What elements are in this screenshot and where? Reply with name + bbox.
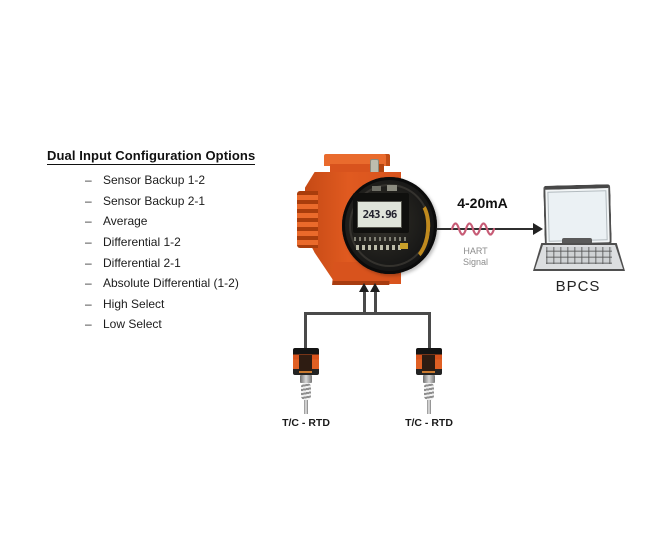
signal-type-line2: Signal	[462, 257, 489, 267]
option-item: –Differential 2-1	[85, 252, 239, 273]
option-dash: –	[85, 193, 92, 208]
sensor-2	[416, 343, 442, 415]
signal-label: 4-20mA	[457, 195, 508, 211]
option-item: –Low Select	[85, 314, 239, 335]
option-label: Low Select	[103, 317, 162, 332]
face-mark	[372, 186, 381, 191]
sensor-wire-left	[304, 312, 307, 349]
sensor-1	[293, 343, 319, 415]
terminal-chip	[400, 243, 408, 249]
option-dash: –	[85, 214, 92, 229]
option-dash: –	[85, 317, 92, 332]
option-dash: –	[85, 255, 92, 270]
lcd-value: 243.96	[362, 208, 398, 221]
option-label: Differential 2-1	[103, 255, 181, 270]
sensor-connector	[293, 348, 319, 375]
lcd-display: 243.96	[357, 201, 402, 228]
sensor-spring	[301, 383, 311, 400]
option-label: High Select	[103, 296, 165, 311]
option-label: Differential 1-2	[103, 235, 181, 250]
laptop-screen	[543, 184, 612, 246]
arrow-up-icon	[370, 283, 380, 292]
sensor-probe	[427, 400, 431, 414]
option-label: Sensor Backup 1-2	[103, 173, 206, 188]
sine-wave-path	[451, 222, 496, 236]
temperature-transmitter: 243.96	[293, 150, 458, 315]
options-title: Dual Input Configuration Options	[47, 148, 256, 165]
laptop-keyboard-deck	[535, 245, 623, 269]
sensor-spring	[424, 383, 434, 400]
transmitter-face: 243.96	[342, 177, 437, 274]
option-dash: –	[85, 235, 92, 250]
option-item: –Absolute Differential (1-2)	[85, 273, 239, 294]
sensor-probe	[304, 400, 308, 414]
terminal-row	[356, 245, 402, 250]
sensor-connector-window	[299, 355, 312, 373]
sensor-fitting	[300, 375, 312, 383]
signal-type-line1: HART	[463, 246, 488, 256]
sensor-fitting	[423, 375, 435, 383]
laptop-keys	[545, 247, 613, 264]
option-dash: –	[85, 276, 92, 291]
laptop-keyboard	[533, 243, 625, 271]
sensor-wire-horizontal	[304, 312, 431, 315]
sensor-connector-window	[422, 355, 435, 373]
option-item: –Differential 1-2	[85, 232, 239, 253]
hart-wave-icon	[451, 222, 496, 236]
laptop-hinge	[562, 238, 592, 245]
arrow-up-icon	[359, 283, 369, 292]
housing-fins	[297, 191, 318, 248]
sensor-connector	[416, 348, 442, 375]
option-dash: –	[85, 296, 92, 311]
option-label: Sensor Backup 2-1	[103, 193, 206, 208]
face-mark	[387, 185, 397, 191]
sensor-2-label: T/C - RTD	[405, 417, 453, 429]
laptop-display	[547, 190, 608, 242]
lcd-module: 243.96	[353, 193, 409, 233]
options-list: –Sensor Backup 1-2 –Sensor Backup 2-1 –A…	[85, 170, 239, 335]
option-dash: –	[85, 173, 92, 188]
label-row	[354, 237, 406, 241]
option-item: –Average	[85, 211, 239, 232]
input-wire-1	[363, 291, 366, 314]
input-wire-2	[374, 291, 377, 314]
option-item: –High Select	[85, 294, 239, 315]
option-item: –Sensor Backup 1-2	[85, 170, 239, 191]
bpcs-laptop	[533, 183, 630, 275]
arrow-right-icon	[533, 223, 543, 235]
sensor-1-label: T/C - RTD	[282, 417, 330, 429]
bpcs-label: BPCS	[555, 278, 601, 295]
sensor-wire-right	[428, 312, 431, 349]
option-label: Average	[103, 214, 148, 229]
option-label: Absolute Differential (1-2)	[103, 276, 239, 291]
option-item: –Sensor Backup 2-1	[85, 191, 239, 212]
